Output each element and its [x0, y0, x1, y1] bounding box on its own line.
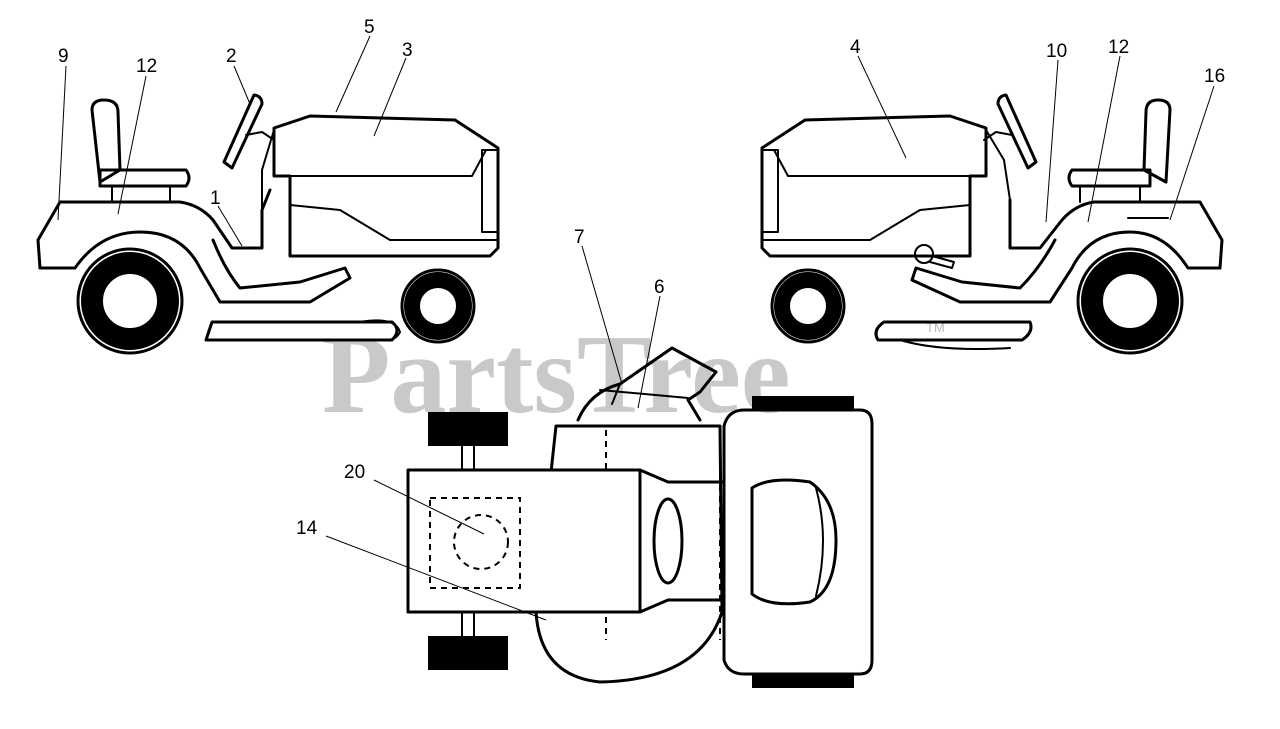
decal-20-circle: [453, 514, 509, 570]
tractor-top-view: [406, 346, 874, 688]
callout-12-right: 12: [1108, 37, 1129, 58]
grille-left: [481, 149, 499, 233]
dash-panel-left: [261, 129, 275, 211]
leader-12-right: [1087, 55, 1121, 223]
watermark: PartsTree: [322, 313, 791, 437]
hood-right: [760, 114, 988, 258]
seat-cushion-right: [1067, 168, 1152, 188]
tractor-right-side-view: [760, 93, 1224, 355]
callout-3: 3: [402, 40, 413, 61]
discharge-chute-top: [576, 346, 718, 422]
steering-wheel-top: [652, 497, 684, 585]
seat-post-right: [1079, 185, 1141, 203]
callout-labels: 9 12 2 5 3 1 4 10 12 16 7 6 20 14: [58, 17, 1225, 539]
callout-14: 14: [296, 518, 318, 539]
leader-9: [57, 65, 67, 221]
rear-body-top: [406, 468, 642, 614]
callout-4: 4: [850, 37, 861, 58]
mower-deck-right: [874, 320, 1033, 342]
callout-1: 1: [210, 188, 221, 209]
rear-tire-top-upper: [428, 412, 508, 446]
hood-panel-right: [761, 149, 971, 241]
leader-6: [637, 295, 661, 409]
hood-left: [272, 114, 500, 258]
lift-lever-knob: [914, 244, 934, 264]
deck-chute-left: [359, 319, 401, 342]
callout-2: 2: [226, 46, 237, 67]
hood-vent-inner-top: [815, 487, 824, 597]
front-hub-right: [794, 292, 822, 320]
leader-12-left: [117, 75, 147, 215]
deck-top: [534, 424, 724, 684]
front-hub-left: [424, 292, 452, 320]
steering-wheel-right: [996, 93, 1038, 170]
callout-10: 10: [1046, 41, 1067, 62]
callout-16: 16: [1204, 66, 1225, 87]
leader-14: [325, 535, 547, 621]
front-tire-right: [774, 272, 842, 340]
steering-wheel-left: [222, 93, 264, 170]
leader-7: [581, 245, 623, 385]
rear-tire-left: [81, 252, 179, 350]
leader-20: [373, 479, 485, 535]
callout-12-left: 12: [136, 56, 157, 77]
front-tire-top-upper: [752, 396, 854, 410]
steering-column-left: [245, 131, 275, 141]
rear-tire-right: [1081, 252, 1179, 350]
callout-7: 7: [574, 227, 585, 248]
hood-top: [722, 408, 874, 676]
lift-lever-handle: [929, 255, 955, 269]
frame-left: [38, 230, 352, 304]
rear-fender-right: [1008, 198, 1224, 270]
hood-vent-top: [750, 478, 838, 606]
chute-inner-top: [599, 383, 689, 405]
leader-1: [217, 205, 243, 247]
seat-post-left: [111, 185, 171, 203]
leader-4: [857, 55, 907, 159]
dash-panel-right: [985, 129, 1011, 201]
seat-back-left: [90, 98, 122, 184]
callout-20: 20: [344, 462, 365, 483]
callout-9: 9: [58, 46, 69, 67]
decal-20-outline: [429, 497, 521, 589]
tractor-left-side-view: [36, 93, 500, 355]
frame-right: [910, 230, 1222, 304]
seat-cushion-left: [98, 168, 191, 188]
rear-fender-left: [36, 188, 272, 270]
leader-10: [1045, 59, 1059, 223]
watermark-trademark: TM: [926, 320, 945, 335]
rear-tire-top-lower: [428, 636, 508, 670]
grille-right: [761, 149, 779, 233]
leader-3: [373, 57, 407, 137]
front-tire-left: [404, 272, 472, 340]
hood-panel-left: [289, 149, 499, 241]
callout-5: 5: [364, 17, 375, 38]
callout-6: 6: [654, 277, 665, 298]
leader-16: [1169, 85, 1215, 221]
leader-5: [335, 35, 371, 113]
leader-lines: [57, 35, 1215, 621]
steering-column-right: [983, 131, 1013, 141]
deck-chute-right: [899, 339, 1011, 350]
seat-back-right: [1142, 98, 1172, 184]
front-tire-top-lower: [752, 674, 854, 688]
leader-2: [233, 65, 251, 105]
rear-axle-top: [461, 445, 475, 637]
